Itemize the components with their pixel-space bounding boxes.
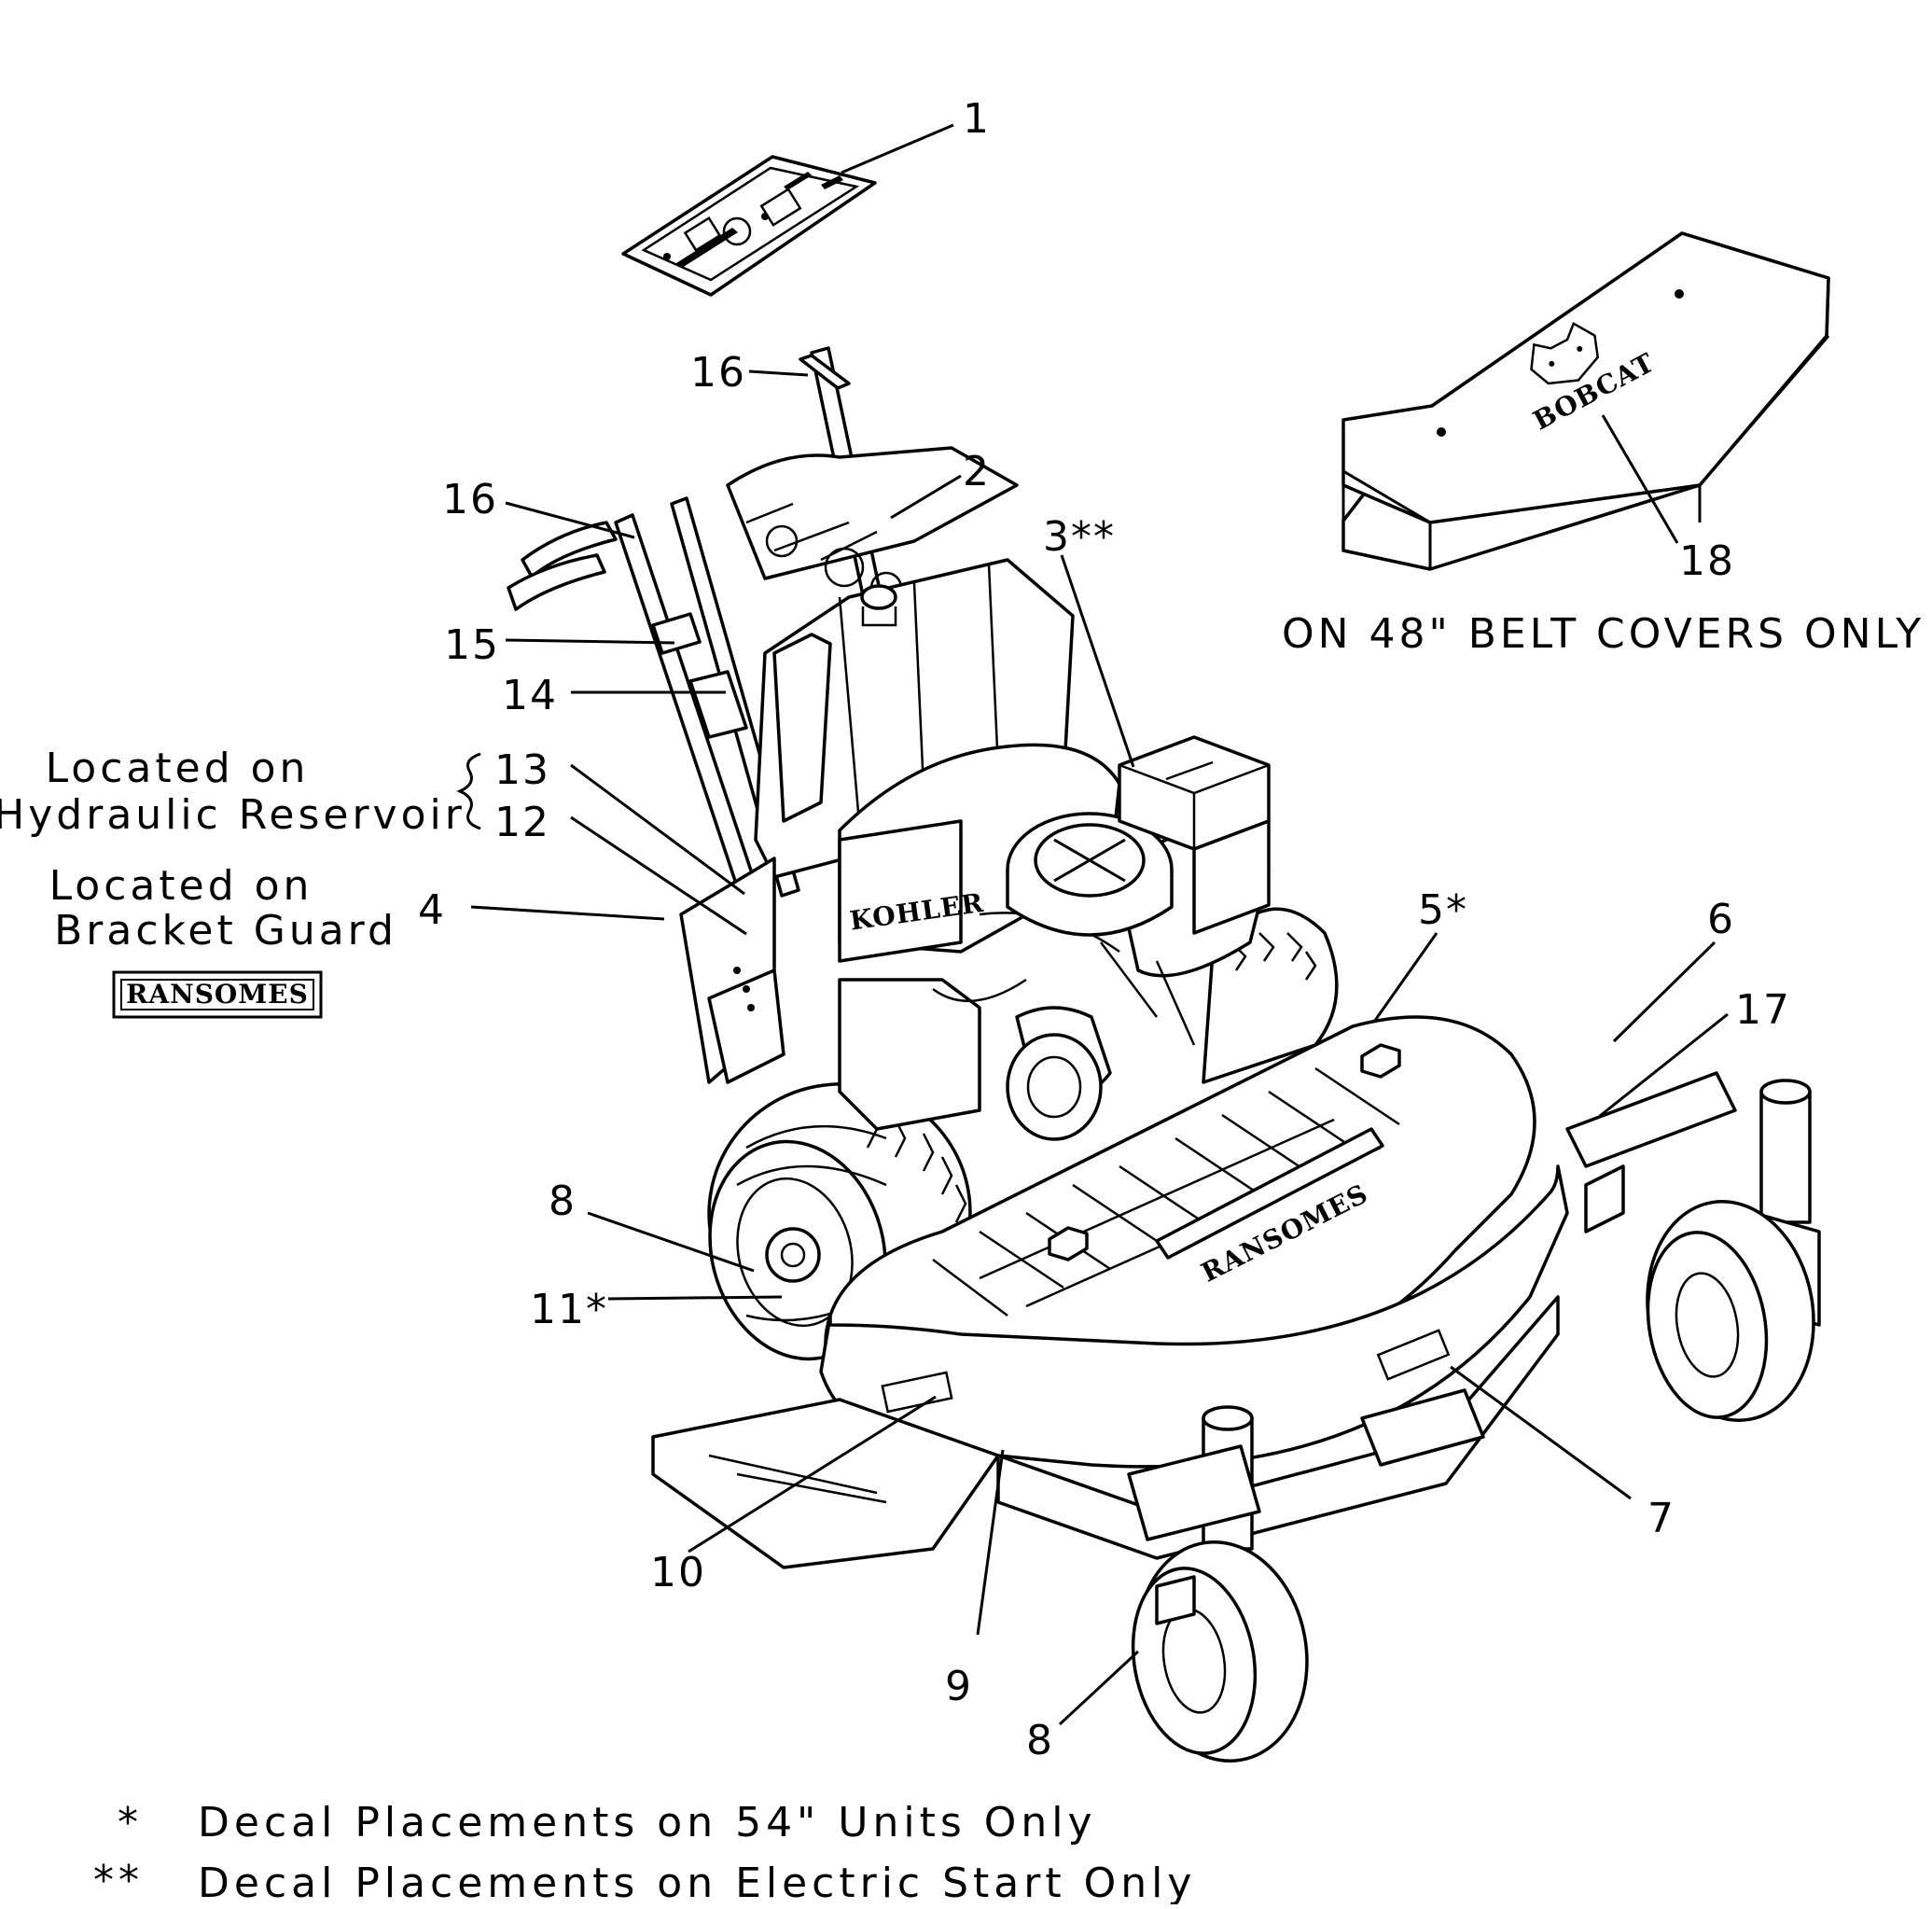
right-drive-tire	[1202, 907, 1339, 1084]
control-panel-decal	[621, 155, 877, 297]
callout-8-rear: 8	[549, 1177, 577, 1225]
callout-5: 5*	[1418, 886, 1468, 934]
leader-lines	[470, 123, 1729, 1726]
callout-numbers: 1 2 3** 4 5* 6 7 8 8 9 10 11* 12 13 14 1…	[418, 95, 1791, 1764]
double-star-symbol: **	[93, 1857, 144, 1904]
callout-11: 11*	[530, 1286, 608, 1333]
callout-12: 12	[494, 799, 550, 846]
callout-8-front: 8	[1026, 1717, 1054, 1764]
ransomes-decal: RANSOMES	[112, 970, 323, 1019]
callout-7: 7	[1647, 1495, 1675, 1542]
side-labels: Located on Hydraulic Reservoir Located o…	[0, 610, 1925, 954]
callout-3: 3**	[1043, 513, 1116, 561]
mower-deck: RANSOMES	[819, 1015, 1569, 1469]
callout-18: 18	[1679, 537, 1735, 585]
callout-6: 6	[1707, 896, 1735, 943]
callout-14: 14	[502, 672, 558, 719]
hydraulic-label-line2: Hydraulic Reservoir	[0, 791, 466, 839]
caster-wheel-left	[1127, 1405, 1309, 1763]
bracket-label-line2: Bracket Guard	[54, 907, 397, 954]
callout-4: 4	[418, 886, 446, 934]
belt-covers-label: ON 48" BELT COVERS ONLY	[1282, 610, 1925, 658]
hydraulic-label-line1: Located on	[46, 745, 310, 792]
belt-cover-48in: BOBCAT	[1341, 231, 1830, 571]
single-star-note: Decal Placements on 54" Units Only	[198, 1799, 1097, 1846]
single-star-symbol: *	[118, 1799, 143, 1846]
callout-1: 1	[963, 95, 991, 143]
double-star-note: Decal Placements on Electric Start Only	[198, 1860, 1196, 1904]
reservoir-brace	[456, 752, 481, 830]
callout-9: 9	[945, 1663, 973, 1710]
callout-10: 10	[650, 1549, 706, 1596]
callout-15: 15	[444, 621, 500, 669]
callout-16-top: 16	[690, 349, 746, 397]
air-filter	[1006, 812, 1174, 937]
bracket-label-line1: Located on	[49, 862, 313, 910]
mower-illustration: KOHLER	[507, 346, 1821, 1763]
ransomes-decal-text: RANSOMES	[126, 979, 309, 1010]
footnotes: * Decal Placements on 54" Units Only ** …	[93, 1799, 1196, 1907]
engine: KOHLER	[838, 743, 1271, 1141]
callout-17: 17	[1735, 986, 1791, 1034]
callout-16-left: 16	[442, 476, 498, 523]
caster-wheel-right	[1646, 1079, 1821, 1422]
battery-box	[1118, 735, 1271, 935]
discharge-chute	[651, 1398, 1000, 1569]
callout-2: 2	[963, 448, 991, 495]
callout-13: 13	[494, 746, 550, 794]
deck-skirt	[996, 1071, 1737, 1560]
hydraulic-reservoir	[679, 857, 785, 1084]
